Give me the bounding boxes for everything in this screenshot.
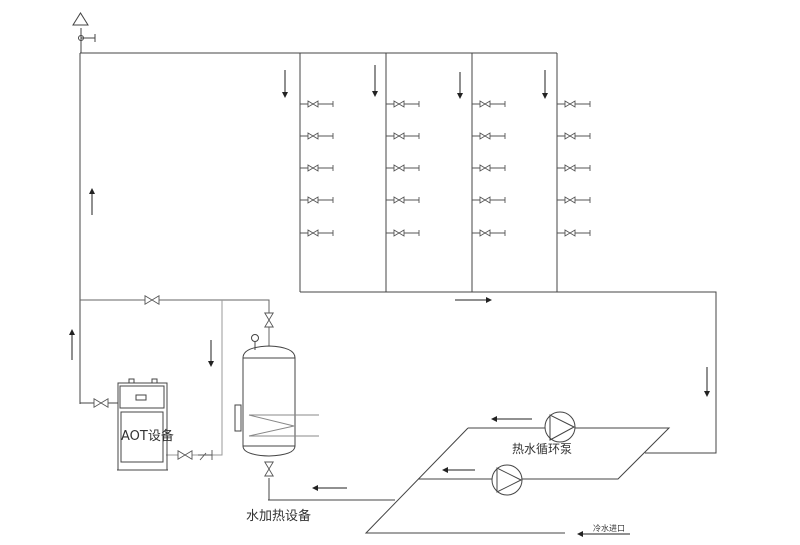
branch-valve-icon [479, 132, 491, 140]
branch-valve-icon [564, 229, 576, 237]
branch-valve-icon [393, 229, 405, 237]
aot-equipment-unit [117, 378, 168, 471]
branch-valve-icon [564, 132, 576, 140]
branch-valve-icon [479, 196, 491, 204]
water-heater-label: 水加热设备 [246, 509, 312, 524]
branch-valve-icon [479, 229, 491, 237]
circulation-pump-1-icon [544, 411, 576, 443]
pump-manifold [364, 427, 671, 534]
branch-valve-icon [564, 164, 576, 172]
branch-valve-icon [307, 229, 319, 237]
heater-top-valve-icon [264, 312, 274, 328]
supply-main-pipe [79, 52, 557, 404]
branch-valve-icon [479, 100, 491, 108]
circulation-pump-2-icon [491, 464, 523, 496]
heater-supply-pipe [80, 299, 270, 346]
water-heater-tank [234, 334, 319, 457]
branch-valve-icon [479, 164, 491, 172]
air-vent-icon [72, 12, 89, 26]
branch-valve-icon [393, 164, 405, 172]
branch-valve-icon [393, 100, 405, 108]
branch-valve-icon [307, 100, 319, 108]
aot-outlet-valve-icon [93, 398, 109, 408]
check-valve-icon [198, 450, 213, 461]
branch-valve-icon [393, 132, 405, 140]
pressure-gauge-icon [251, 334, 259, 342]
aot-equipment-label: AOT设备 [121, 429, 174, 444]
heater-bottom-valve-icon [264, 461, 274, 477]
cold-water-inlet-label: 冷水进口 [593, 524, 625, 533]
bypass-valve-icon [144, 295, 160, 305]
aot-inlet-valve-icon [177, 450, 193, 460]
branch-valve-icon [564, 100, 576, 108]
branch-valve-icon [307, 196, 319, 204]
return-pipe [300, 291, 717, 454]
circulation-pump-label: 热水循环泵 [512, 442, 573, 456]
branch-valve-icon [307, 164, 319, 172]
branch-valve-icon [307, 132, 319, 140]
riser-pipes [299, 53, 558, 292]
branch-valve-icon [393, 196, 405, 204]
branch-valve-icon [564, 196, 576, 204]
